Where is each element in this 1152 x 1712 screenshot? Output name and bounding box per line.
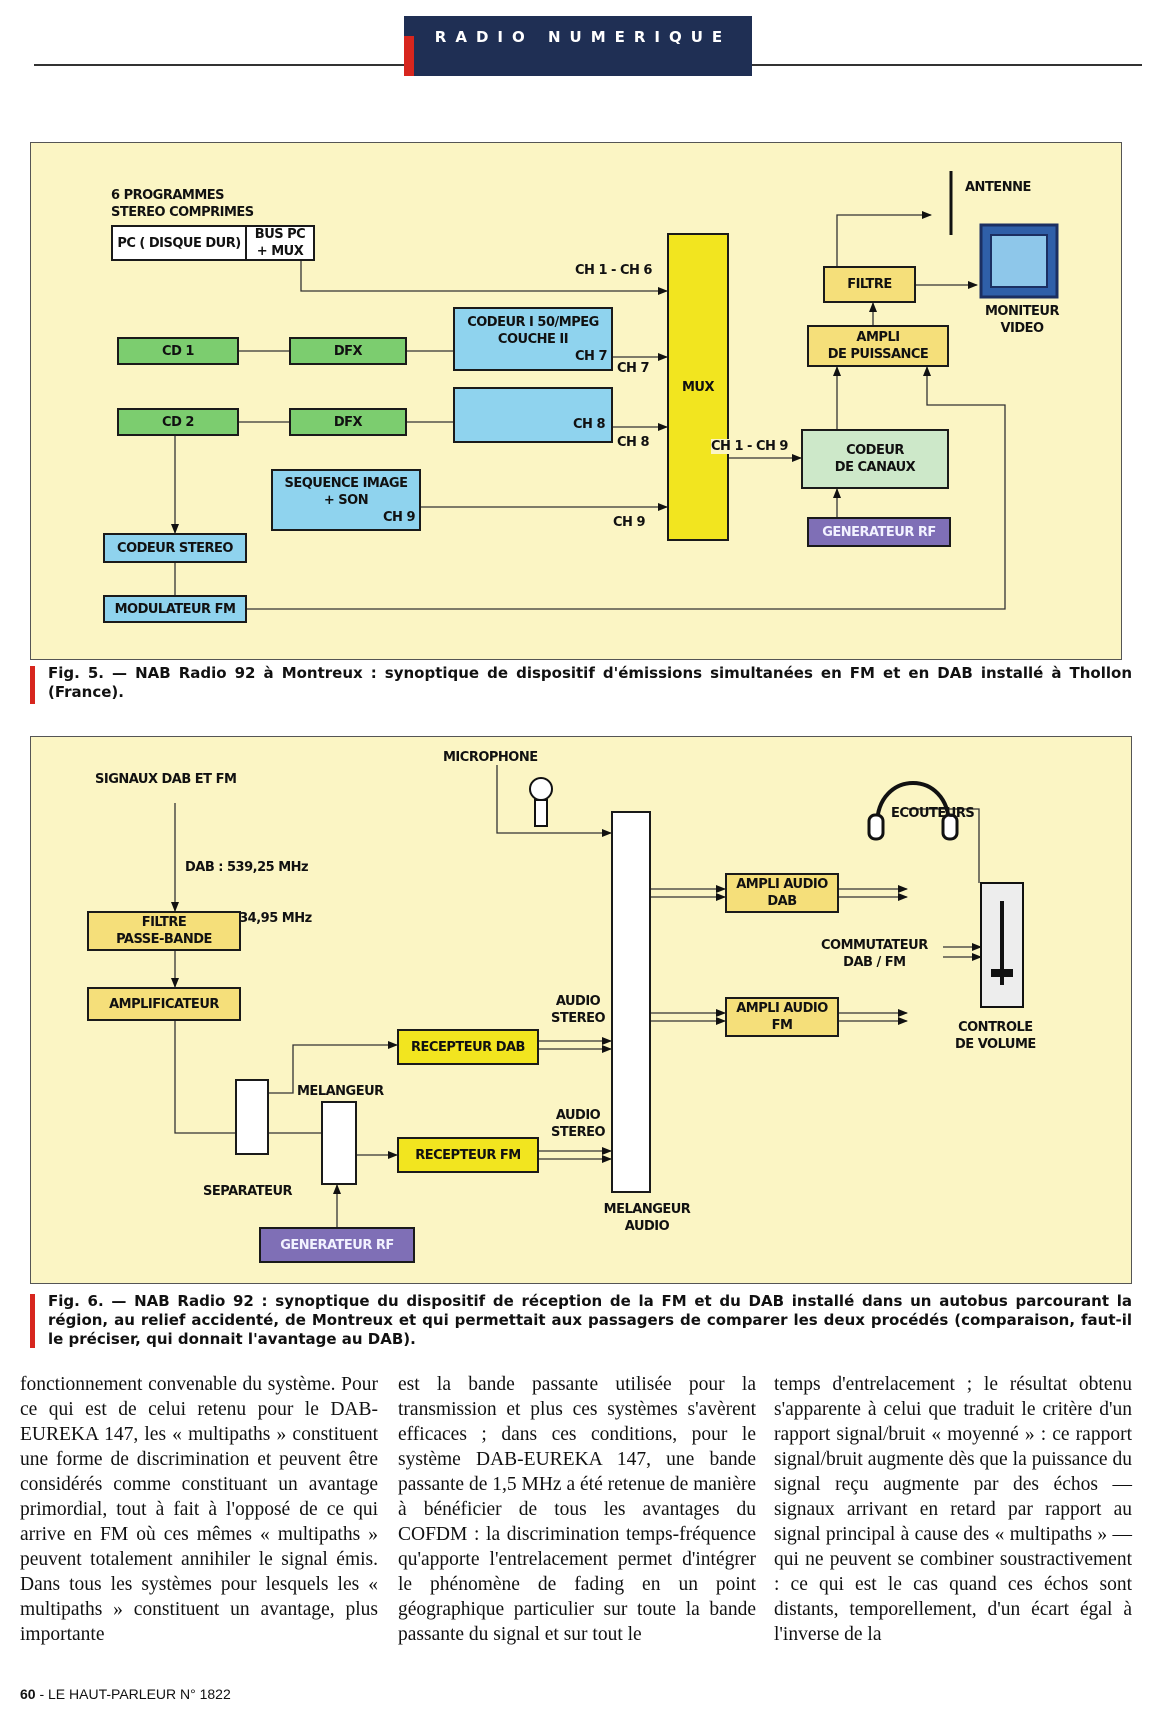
page-footer: 60 - LE HAUT-PARLEUR N° 1822 <box>20 1686 231 1702</box>
ampli-audio-dab-box: AMPLI AUDIO DAB <box>725 873 839 913</box>
audio-stereo-fm-label: AUDIO STEREO <box>551 1108 606 1140</box>
microphone-handle <box>534 799 548 827</box>
figure-5-caption: Fig. 5. — NAB Radio 92 à Montreux : syno… <box>48 664 1133 701</box>
commutateur-label: COMMUTATEUR DAB / FM <box>821 938 928 970</box>
figure-6-connectors <box>171 765 1024 1227</box>
body-column-3: temps d'entrelacement ; le résultat obte… <box>774 1374 1132 1645</box>
amplificateur-box: AMPLIFICATEUR <box>87 987 241 1021</box>
cd2-box: CD 2 <box>117 408 239 436</box>
ecouteurs-label: ECOUTEURS <box>891 806 975 821</box>
antenne-label: ANTENNE <box>965 180 1031 195</box>
figure-6-caption: Fig. 6. — NAB Radio 92 : synoptique du d… <box>48 1292 1132 1348</box>
generateur-rf-box-6: GENERATEUR RF <box>259 1227 415 1263</box>
caption-6-marker <box>30 1294 35 1348</box>
section-header-accent <box>404 36 414 76</box>
caption-5-marker <box>30 666 35 704</box>
ch7-label: CH 7 <box>617 361 650 376</box>
monitor-icon <box>979 223 1059 299</box>
pc-disk-box: PC ( DISQUE DUR) <box>111 225 247 261</box>
headphones-icon <box>867 781 959 841</box>
audio-stereo-dab-label: AUDIO STEREO <box>551 994 606 1026</box>
dfx2-box: DFX <box>289 408 407 436</box>
recepteur-fm-box: RECEPTEUR FM <box>397 1137 539 1173</box>
separateur-box <box>235 1079 269 1155</box>
encoder-mpeg-box: CODEUR I 50/MPEG COUCHE II CH 7 <box>453 307 613 371</box>
ampli-audio-fm-box: AMPLI AUDIO FM <box>725 997 839 1037</box>
microphone-label: MICROPHONE <box>443 750 538 765</box>
ch1-ch9-label: CH 1 - CH 9 <box>711 439 788 454</box>
melangeur-audio-label: MELANGEUR AUDIO <box>603 1202 691 1234</box>
filtre-box: FILTRE <box>823 266 916 303</box>
filtre-passe-bande-box: FILTRE PASSE-BANDE <box>87 911 241 951</box>
bus-pc-mux-box: BUS PC + MUX <box>245 225 315 261</box>
mux-box: MUX <box>667 233 729 541</box>
codeur-stereo-box: CODEUR STEREO <box>103 533 247 563</box>
recepteur-dab-box: RECEPTEUR DAB <box>397 1029 539 1065</box>
magazine-issue: - LE HAUT-PARLEUR N° 1822 <box>35 1686 231 1702</box>
volume-slider-icon <box>980 882 1024 1008</box>
sequence-image-box: SEQUENCE IMAGE + SON CH 9 <box>271 469 421 531</box>
melangeur-audio-box <box>611 811 651 1193</box>
microphone-capsule <box>529 777 553 801</box>
figure-5-diagram: 6 PROGRAMMES STEREO COMPRIMES PC ( DISQU… <box>30 142 1122 660</box>
figure-5-connectors <box>171 171 1059 610</box>
dfx1-box: DFX <box>289 337 407 365</box>
signaux-label: SIGNAUX DAB ET FM <box>95 772 237 787</box>
modulateur-fm-box: MODULATEUR FM <box>103 595 247 623</box>
section-header-band <box>404 16 752 76</box>
moniteur-label: MONITEUR VIDEO <box>984 304 1060 336</box>
ch8-encoder-box: CH 8 <box>453 387 613 443</box>
separateur-label: SEPARATEUR <box>203 1184 293 1199</box>
ch1-ch6-label: CH 1 - CH 6 <box>575 263 652 278</box>
header-rule-right <box>752 64 1142 66</box>
page-number: 60 <box>20 1686 36 1702</box>
figure-6-diagram: SIGNAUX DAB ET FM DAB : 539,25 MHz FM : … <box>30 736 1132 1284</box>
ampli-puissance-box: AMPLI DE PUISSANCE <box>807 325 949 367</box>
controle-volume-label: CONTROLE DE VOLUME <box>955 1020 1036 1052</box>
section-title: RADIO NUMERIQUE <box>434 28 732 46</box>
ch9-label: CH 9 <box>613 515 646 530</box>
ch8-label: CH 8 <box>617 435 650 450</box>
body-column-2: est la bande passante utilisée pour la t… <box>398 1374 756 1645</box>
melangeur-label: MELANGEUR <box>297 1084 384 1099</box>
header-rule-left <box>34 64 406 66</box>
cd1-box: CD 1 <box>117 337 239 365</box>
codeur-canaux-box: CODEUR DE CANAUX <box>801 429 949 489</box>
generateur-rf-box: GENERATEUR RF <box>807 517 951 547</box>
melangeur-box <box>321 1101 357 1185</box>
body-column-1: fonctionnement convenable du système. Po… <box>20 1374 378 1645</box>
programmes-label: 6 PROGRAMMES STEREO COMPRIMES <box>111 188 254 220</box>
